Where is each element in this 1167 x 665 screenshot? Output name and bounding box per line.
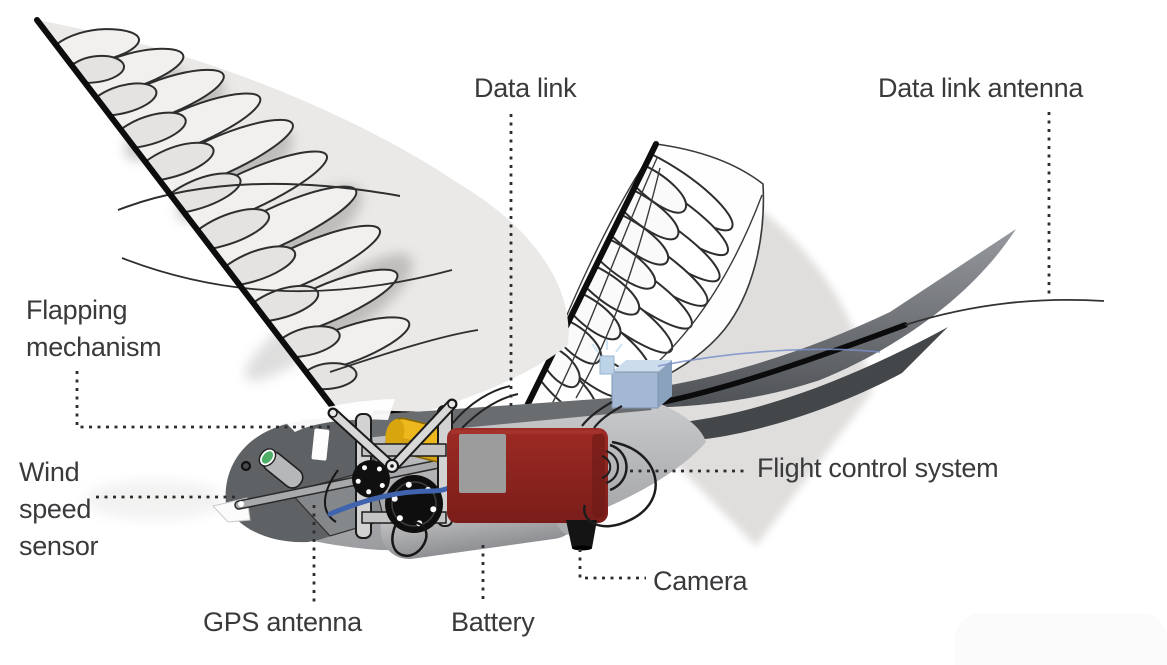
feather: [119, 111, 187, 149]
feather: [144, 141, 215, 182]
feather: [291, 316, 411, 376]
data-link-antenna-wire: [904, 298, 1105, 326]
wire-curls: [583, 440, 657, 528]
label-wind-speed-sensor: Wind speed sensor: [19, 457, 99, 561]
antenna-glow: [591, 340, 623, 353]
head-patch: [311, 428, 330, 461]
leader-camera: [578, 549, 646, 580]
feather: [196, 208, 271, 250]
flight-control-box: [447, 428, 608, 523]
label-data-link-antenna: Data link antenna: [878, 73, 1084, 103]
feather: [571, 292, 622, 341]
feather: [304, 362, 358, 391]
label-gps-antenna: GPS antenna: [203, 607, 362, 637]
flapping-mechanism-assembly: [323, 398, 458, 557]
box-panel: [459, 434, 506, 493]
feather: [280, 325, 341, 359]
feather: [235, 224, 381, 304]
head-shadow: [85, 480, 225, 520]
feather: [70, 54, 126, 84]
wind-speed-sensor-device: [258, 448, 304, 489]
feather: [224, 245, 297, 286]
feather: [95, 82, 158, 117]
leader-lines: [75, 112, 1051, 603]
camera-device: [566, 520, 597, 551]
data-link-module: [581, 340, 881, 429]
eye: [240, 460, 252, 472]
leader-flapping-mechanism: [75, 371, 333, 429]
wing-struts: [327, 398, 458, 473]
right-wing-leading-edge: [519, 141, 659, 419]
corner-watermark-blob: [955, 613, 1167, 665]
feather: [544, 347, 581, 389]
left-wing: [34, 17, 569, 426]
feather: [169, 172, 242, 214]
dark-wires: [451, 385, 519, 429]
label-data-link: Data link: [474, 73, 577, 103]
left-wing-leading-edge: [34, 17, 348, 426]
label-flapping-mechanism: Flapping mechanism: [26, 295, 162, 362]
label-battery: Battery: [451, 607, 535, 637]
left-wing-covert-lines: [117, 182, 479, 373]
feather: [598, 238, 657, 290]
label-flight-control-system: Flight control system: [757, 453, 999, 483]
right-wing: [519, 141, 765, 419]
label-camera: Camera: [653, 566, 748, 596]
